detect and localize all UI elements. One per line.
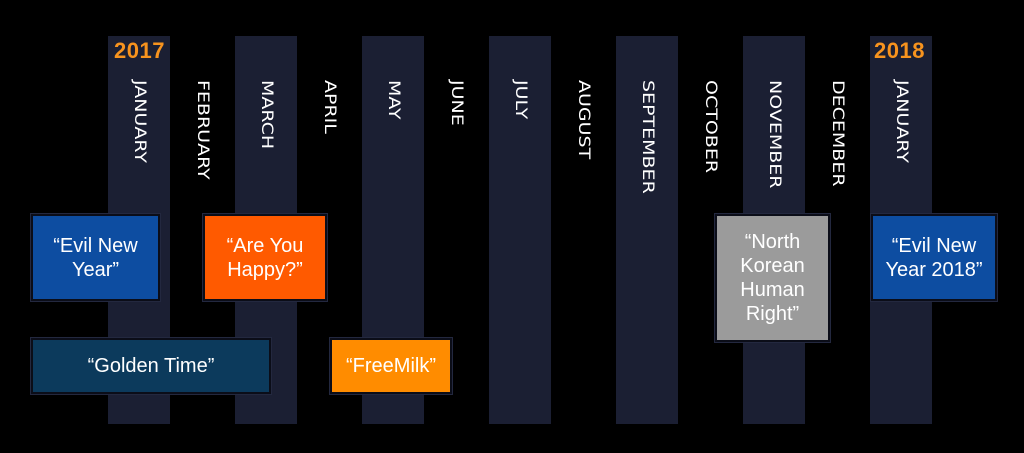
- month-label-november: NOVEMBER: [765, 80, 785, 189]
- event-are-you-happy: “Are You Happy?”: [202, 213, 328, 302]
- month-label-september: SEPTEMBER: [638, 80, 658, 194]
- month-label-may: MAY: [384, 80, 404, 120]
- year-label-start: 2017: [114, 38, 165, 63]
- month-label-december: DECEMBER: [828, 80, 848, 187]
- month-label-august: AUGUST: [574, 80, 594, 160]
- month-label-october: OCTOBER: [701, 80, 721, 174]
- month-label-january-2018: JANUARY: [892, 80, 912, 163]
- month-label-march: MARCH: [257, 80, 277, 150]
- month-label-july: JULY: [511, 80, 531, 120]
- year-label-end: 2018: [874, 38, 925, 63]
- event-freemilk: “FreeMilk”: [329, 337, 453, 395]
- event-evil-new-year: “Evil New Year”: [30, 213, 161, 302]
- event-evil-new-year-2018: “Evil New Year 2018”: [870, 213, 998, 302]
- event-golden-time: “Golden Time”: [30, 337, 272, 395]
- month-band-july: [489, 36, 551, 424]
- month-label-february: FEBRUARY: [193, 80, 213, 180]
- month-label-june: JUNE: [447, 80, 467, 126]
- month-band-september: [616, 36, 678, 424]
- month-label-january-2017: JANUARY: [130, 80, 150, 163]
- event-north-korean-human-right: “North Korean Human Right”: [714, 213, 831, 343]
- month-label-april: APRIL: [320, 80, 340, 134]
